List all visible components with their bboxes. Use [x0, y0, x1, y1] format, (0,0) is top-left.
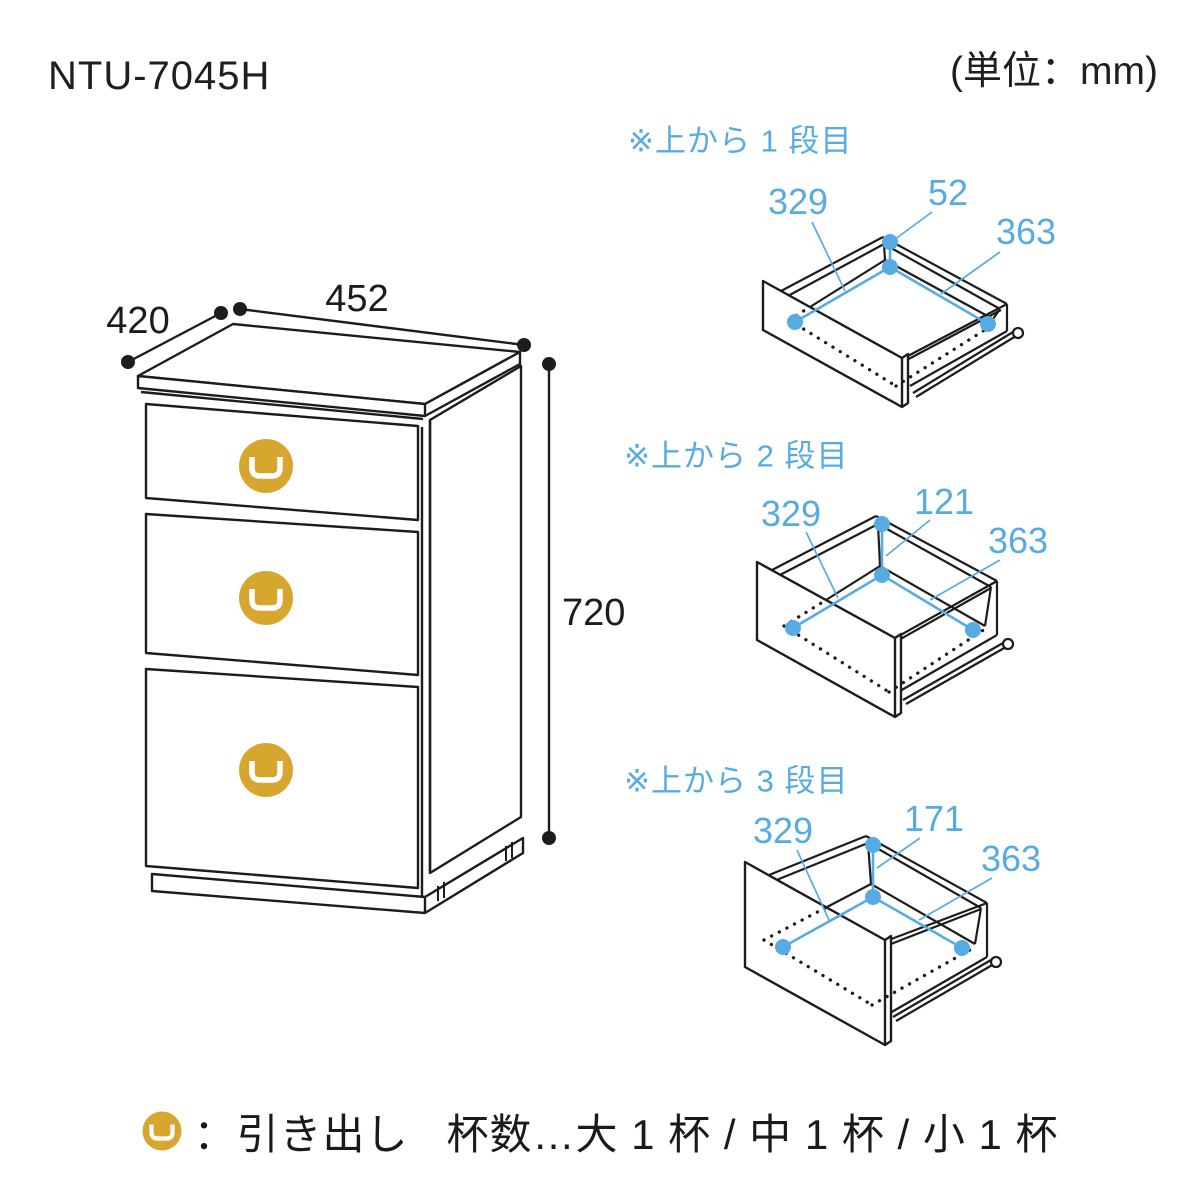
drawer2-slide-rail: [902, 642, 1007, 705]
drawer-detail-1-drawing: [761, 211, 1025, 409]
dimension-end-dots: [121, 302, 556, 845]
unit-note: (単位：mm): [950, 50, 1158, 93]
drawer1-inner-dimensions: [787, 211, 1001, 332]
cabinet-plinth: [150, 836, 525, 915]
drawer2-dim-top-label: 121: [913, 481, 975, 522]
handle-recess-glyph: [149, 1124, 176, 1141]
cabinet-carcass-edges: [420, 421, 432, 897]
cabinet-height-label: 720: [562, 592, 626, 634]
width-dimension-line: [239, 307, 525, 347]
handle-circle: [142, 1111, 182, 1151]
drawer3-caption: ※上から 3 段目: [624, 763, 849, 799]
handle-recess-glyph: [249, 589, 283, 611]
drawer1-caption: ※上から 1 段目: [628, 123, 853, 159]
drawer3-box-edges: [768, 834, 989, 1014]
drawer2-dim-left-label: 329: [760, 493, 822, 534]
model-number: NTU-7045H: [48, 54, 271, 98]
drawer1-leader-lines: [811, 211, 1001, 295]
drawer2-caption: ※上から 2 段目: [624, 438, 849, 474]
cabinet-width-label: 452: [325, 278, 389, 320]
drawer1-rail-knob: [1011, 326, 1025, 340]
cabinet-side-panel: [428, 364, 523, 875]
drawer-handle-icon: [239, 571, 293, 625]
drawer3-slide-rail: [892, 959, 995, 1022]
drawer-handle-icon: [142, 1111, 182, 1151]
drawer1-dim-top-label: 52: [927, 172, 969, 213]
drawer2-leader-lines: [805, 519, 1001, 601]
drawer1-slide-rail: [912, 331, 1017, 398]
drawer3-dim-lines: [782, 845, 963, 950]
cabinet-drawer-handles: [239, 439, 293, 797]
cabinet-drawing: [136, 322, 525, 915]
drawer3-inner-dimensions: [775, 837, 993, 956]
cabinet-top-slab-edges: [136, 350, 522, 421]
drawer3-rail-knob: [989, 955, 1003, 969]
legend-drawer-label: ：引き出し: [193, 1110, 409, 1158]
drawer1-dim-dots: [787, 234, 996, 332]
handle-circle: [239, 571, 293, 625]
cabinet-depth-label: 420: [106, 300, 170, 342]
cabinet-dimension-lines: [121, 302, 556, 845]
handle-circle: [239, 743, 293, 797]
depth-dimension-line: [127, 311, 222, 364]
drawer1-dim-right-label: 363: [995, 211, 1057, 252]
drawer-detail-2-drawing: [755, 515, 1015, 719]
drawer1-hidden-bottom-edges: [787, 305, 993, 388]
drawer2-box-edges: [771, 515, 999, 692]
drawer-handle-icon: [239, 743, 293, 797]
drawer-handle-icon: [239, 439, 293, 493]
drawer2-rail-knob: [1001, 637, 1015, 651]
drawer2-dim-dots: [785, 516, 981, 638]
drawer3-dim-right-label: 363: [980, 838, 1042, 879]
drawer2-dim-right-label: 363: [987, 520, 1049, 561]
drawer1-front-panel: [761, 279, 910, 409]
cabinet-plinth-feet: [437, 842, 513, 901]
drawer3-leader-lines: [796, 837, 993, 921]
drawer3-hidden-bottom-edges: [762, 905, 977, 1007]
drawer-detail-3-drawing: [743, 834, 1003, 1047]
drawer3-front-panel: [743, 860, 893, 1047]
drawer3-dim-dots: [775, 837, 970, 956]
drawer3-dim-left-label: 329: [752, 810, 814, 851]
drawer2-front-panel: [755, 560, 903, 719]
drawer3-dim-top-label: 171: [903, 798, 965, 839]
handle-recess-glyph: [249, 761, 283, 783]
legend: ：引き出し 杯数…大 1 杯 / 中 1 杯 / 小 1 杯: [0, 1102, 1200, 1160]
legend-count-text: 杯数…大 1 杯 / 中 1 杯 / 小 1 杯: [446, 1110, 1059, 1158]
handle-recess-glyph: [249, 457, 283, 479]
handle-circle: [239, 439, 293, 493]
drawer2-dim-lines: [792, 524, 974, 632]
drawer1-dim-lines: [794, 242, 989, 326]
drawer1-dim-left-label: 329: [767, 181, 829, 222]
drawer2-inner-dimensions: [785, 516, 1001, 638]
